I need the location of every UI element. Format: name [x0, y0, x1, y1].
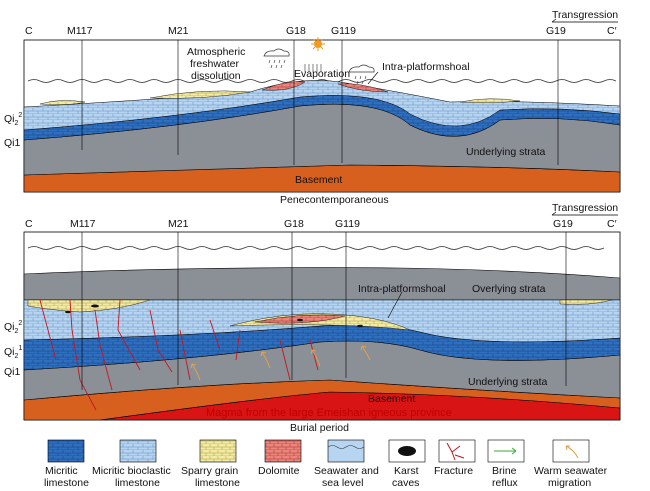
top-panel: C M117 M21 G18 G119 G19 C′ Transgression…: [4, 9, 621, 206]
top-well-label-g119: G119: [331, 25, 356, 37]
bottom-well-label-c-prime: C′: [607, 218, 617, 230]
bottom-qi1-label: Qi1: [4, 366, 21, 378]
legend-label-sparry-2: limestone: [195, 477, 240, 489]
bottom-well-label-c: C: [25, 218, 33, 230]
bottom-well-label-m21: M21: [168, 218, 189, 230]
top-well-label-g19: G19: [546, 25, 566, 37]
top-shoal-pointer: [367, 71, 379, 85]
top-sparry-shoal-3: [459, 98, 521, 103]
top-transgression-label: Transgression: [552, 9, 618, 21]
bottom-underlying-strata-label: Underlying strata: [468, 376, 548, 388]
bottom-wells: [81, 232, 567, 390]
legend-label-seawater-1: Seawater and: [314, 465, 379, 477]
atmospheric-label-line2: freshwater: [190, 58, 240, 70]
legend-label-warm-1: Warm seawater: [534, 465, 608, 477]
bottom-panel: C M117 M21 G18 G119 G19 C′ Transgression…: [4, 202, 621, 434]
micritic-bioclastic-limestone-swatch: [119, 439, 157, 463]
warm-seawater-arrow-icon: [552, 439, 590, 463]
top-well-label-m117: M117: [67, 25, 93, 37]
bottom-well-label-m117: M117: [70, 218, 96, 230]
overlying-strata: [23, 267, 621, 301]
top-caption: Penecontemporaneous: [280, 194, 389, 206]
bottom-transgression-arrow-icon: [551, 211, 618, 216]
top-sparry-shoal-2: [149, 90, 251, 99]
legend-label-karst-1: Karst: [394, 465, 419, 477]
legend-label-brine-1: Brine: [492, 465, 517, 477]
top-qi2-label: Qi22: [4, 112, 22, 127]
top-basement-label: Basement: [295, 174, 342, 186]
top-sea-level: [27, 79, 617, 83]
legend-label-karst-2: caves: [392, 477, 419, 489]
bottom-well-label-g119: G119: [335, 218, 360, 230]
legend-label-sparry-1: Sparry grain: [181, 465, 238, 477]
warm-seawater-arrows: [190, 345, 371, 381]
legend-label-bioclastic-1: Micritic bioclastic: [92, 465, 171, 477]
sun-icon: [311, 37, 325, 51]
bottom-basement-label: Basement: [368, 393, 415, 405]
top-wells: [81, 40, 559, 165]
legend-label-micritic-2: limestone: [44, 477, 89, 489]
top-well-label-c-prime: C′: [607, 25, 617, 37]
seawater-swatch: [327, 439, 365, 463]
bottom-sparry-shoal-2: [559, 299, 613, 305]
top-well-label-g18: G18: [286, 25, 306, 37]
atmospheric-label-line3: dissolution: [191, 70, 241, 82]
evaporation-arrows-icon: [304, 64, 322, 72]
top-sparry-shoal-1: [39, 100, 86, 105]
top-qi2-band: [23, 80, 621, 131]
top-underlying-strata-label: Underlying strata: [466, 146, 546, 158]
bottom-caption: Burial period: [290, 422, 349, 434]
bottom-qi22-label: Qi22: [4, 320, 22, 335]
bottom-well-label-g18: G18: [284, 218, 304, 230]
top-transgression-arrow-icon: [551, 18, 618, 23]
legend-label-fracture: Fracture: [434, 465, 473, 477]
bottom-shoal-label: Intra-platformshoal: [358, 283, 446, 295]
dolomite-swatch: [264, 439, 302, 463]
bottom-well-label-g19: G19: [553, 218, 573, 230]
top-shoal-label: Intra-platformshoal: [382, 61, 470, 73]
bottom-shoal-pointer: [387, 291, 403, 319]
bottom-qi21-label: Qi21: [4, 345, 22, 360]
legend-label-seawater-2: sea level: [322, 477, 363, 489]
top-dolomite-2: [337, 83, 389, 93]
fractures: [39, 299, 319, 411]
rain-cloud-icon-left: [263, 48, 290, 69]
overlying-strata-label: Overlying strata: [472, 283, 546, 295]
legend-label-dolomite: Dolomite: [258, 465, 300, 477]
fracture-icon: [438, 439, 476, 463]
legend-label-brine-2: reflux: [492, 477, 518, 489]
karst-cave-icon: [388, 439, 426, 463]
top-well-label-m21: M21: [168, 25, 189, 37]
top-well-label-c: C: [25, 25, 33, 37]
rain-cloud-icon-right: [348, 64, 375, 85]
bottom-transgression-label: Transgression: [552, 202, 618, 214]
sparry-grain-limestone-swatch: [199, 439, 237, 463]
bottom-sea-level: [27, 246, 605, 250]
micritic-limestone-swatch: [47, 439, 85, 463]
legend-label-warm-2: migration: [548, 477, 591, 489]
evaporation-label: Evaporation: [294, 68, 350, 80]
legend: Micritic limestone Micritic bioclastic l…: [44, 439, 608, 489]
legend-label-bioclastic-2: limestone: [115, 477, 160, 489]
karst-caves: [65, 304, 363, 328]
bottom-sparry-shoal-3: [229, 313, 411, 331]
brine-reflux-icon: [487, 439, 525, 463]
atmospheric-label-line1: Atmospheric: [187, 46, 245, 58]
magma-label: Magma from the large Emeishan igneous pr…: [206, 407, 452, 419]
top-qi1-label: Qi1: [4, 137, 21, 149]
legend-label-micritic-1: Micritic: [45, 465, 78, 477]
